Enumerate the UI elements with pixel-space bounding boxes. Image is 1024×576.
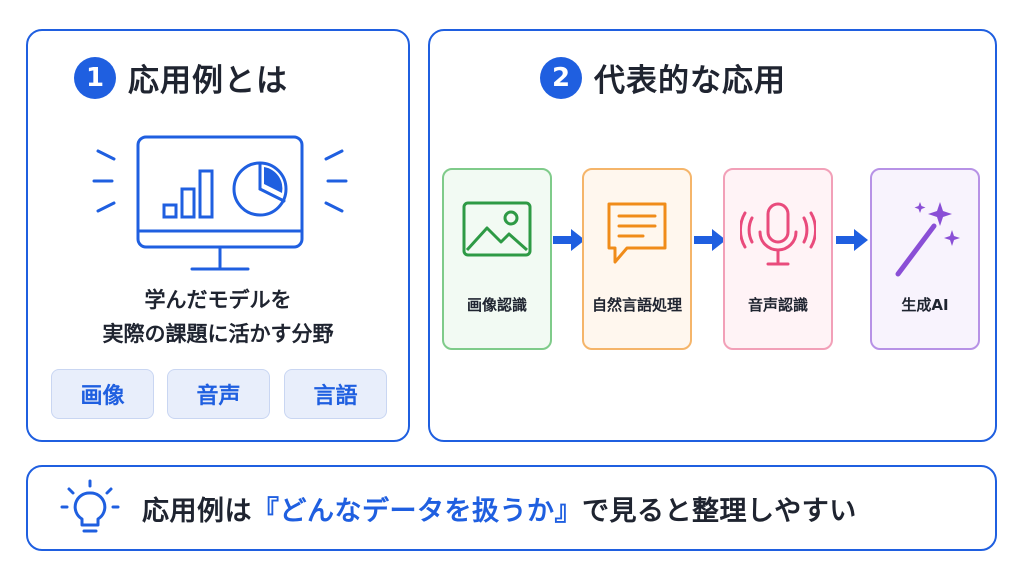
tag-image: 画像	[51, 369, 154, 419]
tag-audio: 音声	[167, 369, 270, 419]
panel-representative-applications: 2 代表的な応用 画像認識 自然言語処理	[428, 29, 997, 442]
bottom-banner: 応用例は『どんなデータを扱うか』で見ると整理しやすい	[26, 465, 997, 551]
message-highlight: 『どんなデータを扱うか』	[252, 495, 582, 527]
card-label: 画像認識	[466, 296, 527, 314]
card-natural-language-processing: 自然言語処理	[582, 168, 692, 350]
number-badge: 2	[540, 56, 582, 99]
heading-application-overview: 1 応用例とは	[74, 55, 288, 100]
arrow-right-icon	[836, 229, 868, 251]
arrow-right-icon	[694, 229, 726, 251]
card-speech-recognition: 音声認識	[723, 168, 833, 350]
monitor-chart-icon	[92, 135, 348, 271]
description-line-1: 学んだモデルを	[144, 288, 292, 312]
card-label: 自然言語処理	[591, 296, 682, 314]
application-description: 学んだモデルを 実際の課題に活かす分野	[28, 283, 408, 351]
tag-language: 言語	[284, 369, 387, 419]
heading-title: 代表的な応用	[594, 63, 786, 99]
number-badge: 1	[74, 56, 116, 99]
description-line-2: 実際の課題に活かす分野	[102, 322, 334, 346]
card-generative-ai: 生成AI	[870, 168, 980, 350]
heading-title: 応用例とは	[128, 63, 288, 99]
message-prefix: 応用例は	[142, 495, 252, 527]
lightbulb-icon	[60, 479, 120, 533]
heading-representative-applications: 2 代表的な応用	[540, 55, 786, 100]
card-label: 生成AI	[901, 296, 949, 314]
microphone-icon	[740, 202, 816, 266]
card-image-recognition: 画像認識	[442, 168, 552, 350]
image-icon	[462, 201, 532, 257]
message-suffix: で見ると整理しやすい	[582, 495, 857, 527]
bottom-message: 応用例は『どんなデータを扱うか』で見ると整理しやすい	[142, 467, 857, 549]
magic-wand-icon	[895, 202, 960, 277]
panel-application-overview: 1 応用例とは 学んだモデルを 実	[26, 29, 410, 442]
card-label: 音声認識	[747, 296, 808, 314]
arrow-right-icon	[553, 229, 585, 251]
speech-bubble-icon	[607, 202, 667, 264]
